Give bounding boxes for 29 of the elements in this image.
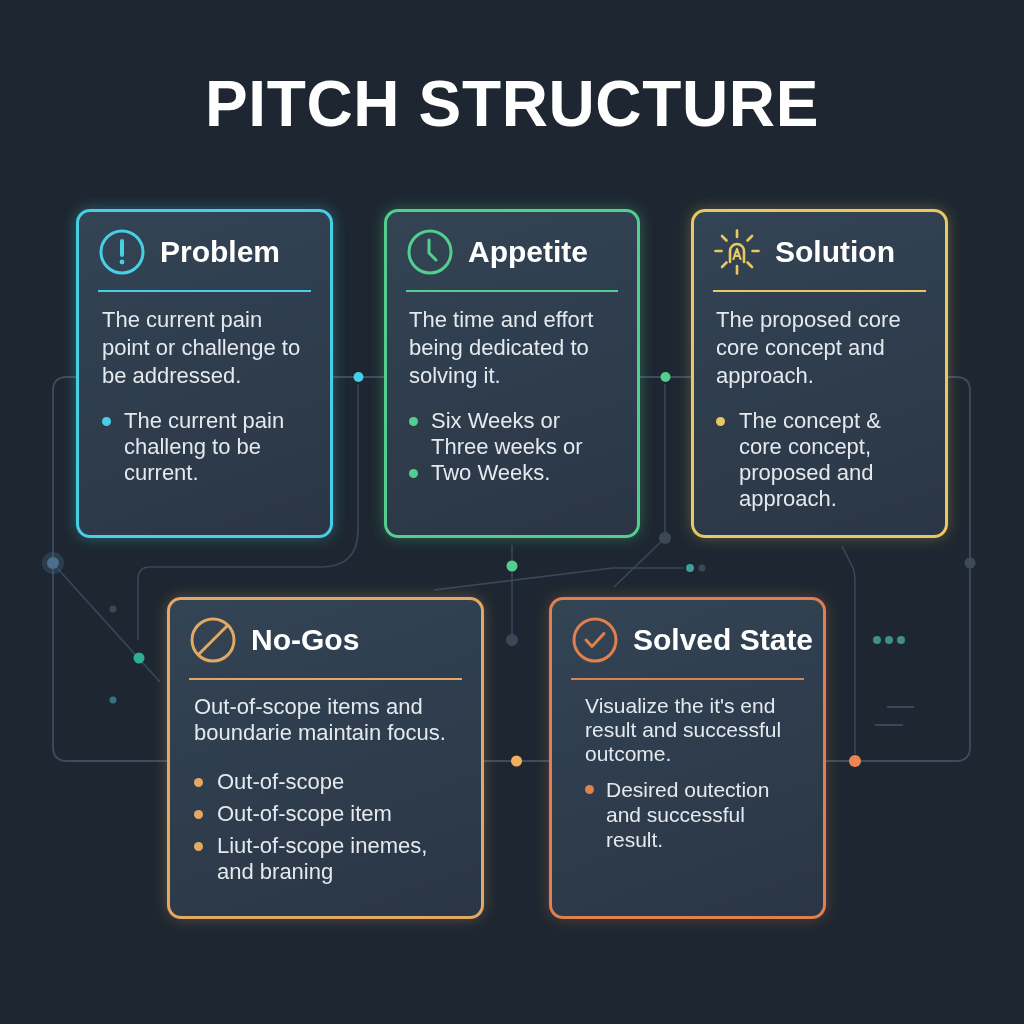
section-card xyxy=(76,209,333,538)
card-title: No-Gos xyxy=(251,625,360,655)
card-title: Solution xyxy=(775,237,895,267)
bullet-text: Out-of-scope item xyxy=(217,801,392,827)
connector-line xyxy=(52,376,168,762)
card-description: The proposed core core concept and approach. xyxy=(716,306,902,390)
card-description: Visualize the it's end result and successful outcome. xyxy=(585,694,783,766)
connector-line xyxy=(483,760,550,762)
section-card xyxy=(549,597,826,919)
bullet-text: The concept & core concept, proposed and approach. xyxy=(739,408,882,512)
card-title: Solved State xyxy=(633,625,814,655)
bullet-text: Liut-of-scope inemes, and braning xyxy=(217,833,429,885)
bullet-text: Desired outection and successful result. xyxy=(606,777,771,852)
card-description: The current pain point or challenge to be addressed. xyxy=(102,306,302,390)
card-title: Appetite xyxy=(468,237,588,267)
bullet-text: Out-of-scope xyxy=(217,769,345,795)
bullet-text: Two Weeks. xyxy=(431,460,551,486)
bullet-text: The current pain challeng to be current. xyxy=(124,408,286,486)
section-card xyxy=(167,597,484,919)
card-description: The time and effort being dedicated to solving it. xyxy=(409,306,595,390)
card-description: Out-of-scope items and boundarie maintain focus. xyxy=(194,694,447,746)
connector-line xyxy=(825,376,971,762)
page-title: PITCH STRUCTURE xyxy=(204,72,819,136)
section-card xyxy=(691,209,948,538)
connector-line xyxy=(639,376,692,378)
section-card xyxy=(384,209,640,538)
bullet-text: Six Weeks or Three weeks or xyxy=(431,408,584,460)
card-title: Problem xyxy=(160,237,281,267)
connector-line xyxy=(332,376,385,378)
